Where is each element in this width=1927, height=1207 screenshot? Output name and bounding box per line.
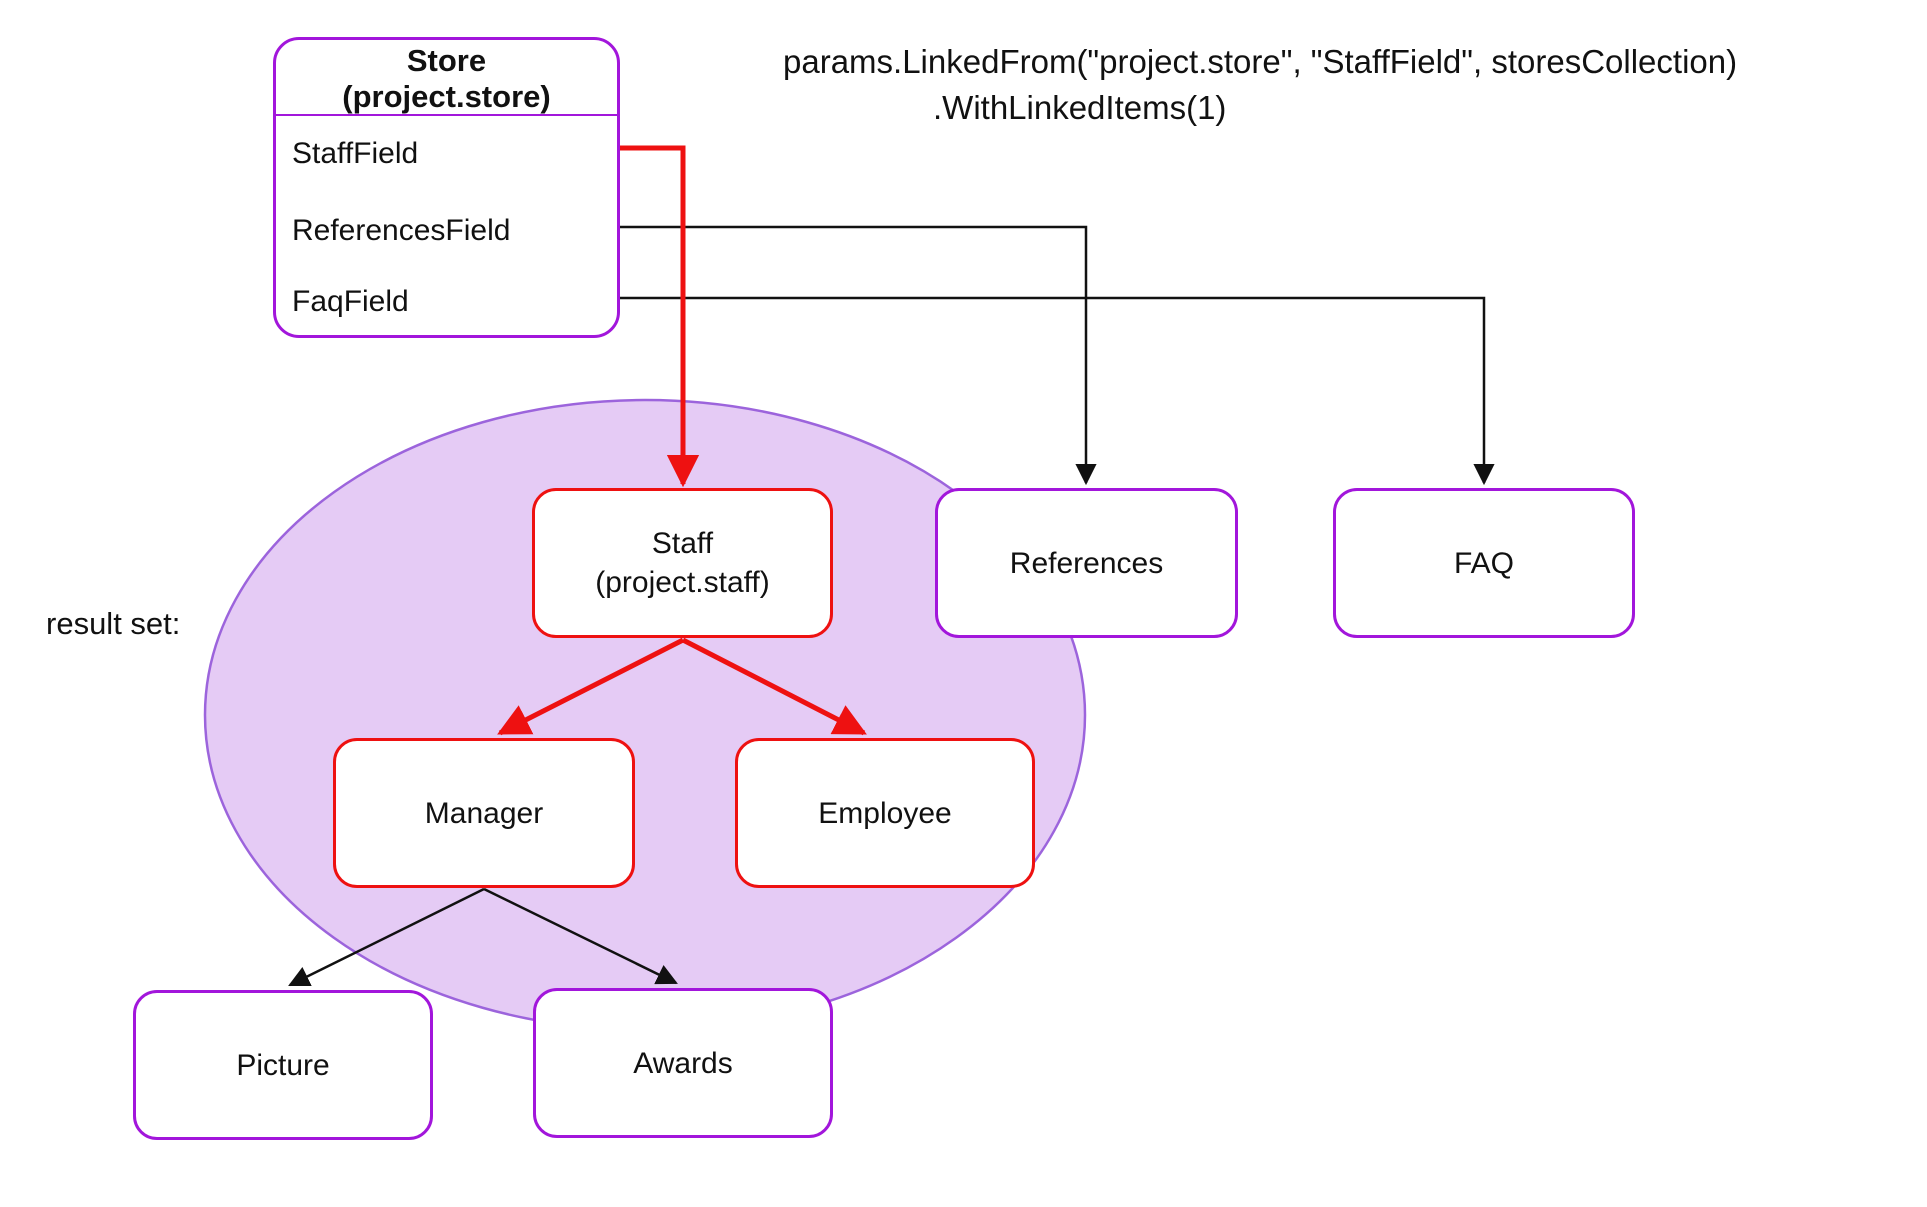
store-field-faqfield: FaqField [292, 285, 409, 318]
employee-node: Employee [735, 738, 1035, 888]
store-field-referencesfield: ReferencesField [292, 214, 511, 247]
arrow-staff-to-manager [497, 637, 685, 736]
arrow-faqfield-to-faq [618, 296, 1495, 486]
result-set-label: result set: [46, 606, 181, 641]
staff-node-title: Staff [651, 527, 714, 560]
arrow-manager-to-picture [288, 887, 485, 987]
manager-node-label: Manager [424, 796, 544, 830]
arrow-referencesfield-to-references [618, 225, 1097, 486]
store-entity-header: Store (project.store) [276, 40, 617, 116]
faq-node: FAQ [1333, 488, 1635, 638]
awards-node: Awards [533, 988, 833, 1138]
arrow-stafffield-to-staff [618, 145, 700, 488]
arrow-manager-to-awards [483, 887, 678, 985]
faq-node-label: FAQ [1453, 546, 1514, 580]
employee-node-label: Employee [818, 796, 952, 830]
awards-node-label: Awards [633, 1046, 733, 1080]
store-title: Store [406, 43, 487, 78]
arrow-staff-to-employee [681, 637, 867, 736]
picture-node-label: Picture [236, 1048, 330, 1082]
references-node: References [935, 488, 1238, 638]
staff-node-subtitle: (project.staff) [595, 566, 770, 599]
store-entity-box: Store (project.store) StaffField Referen… [273, 37, 620, 338]
code-snippet-line-1: params.LinkedFrom("project.store", "Staf… [783, 43, 1738, 80]
staff-node: Staff (project.staff) [532, 488, 833, 638]
store-subtitle: (project.store) [342, 79, 551, 114]
references-node-label: References [1009, 546, 1164, 580]
picture-node: Picture [133, 990, 433, 1140]
manager-node: Manager [333, 738, 635, 888]
code-snippet-line-2: .WithLinkedItems(1) [933, 89, 1227, 126]
store-field-stafffield: StaffField [292, 137, 419, 170]
